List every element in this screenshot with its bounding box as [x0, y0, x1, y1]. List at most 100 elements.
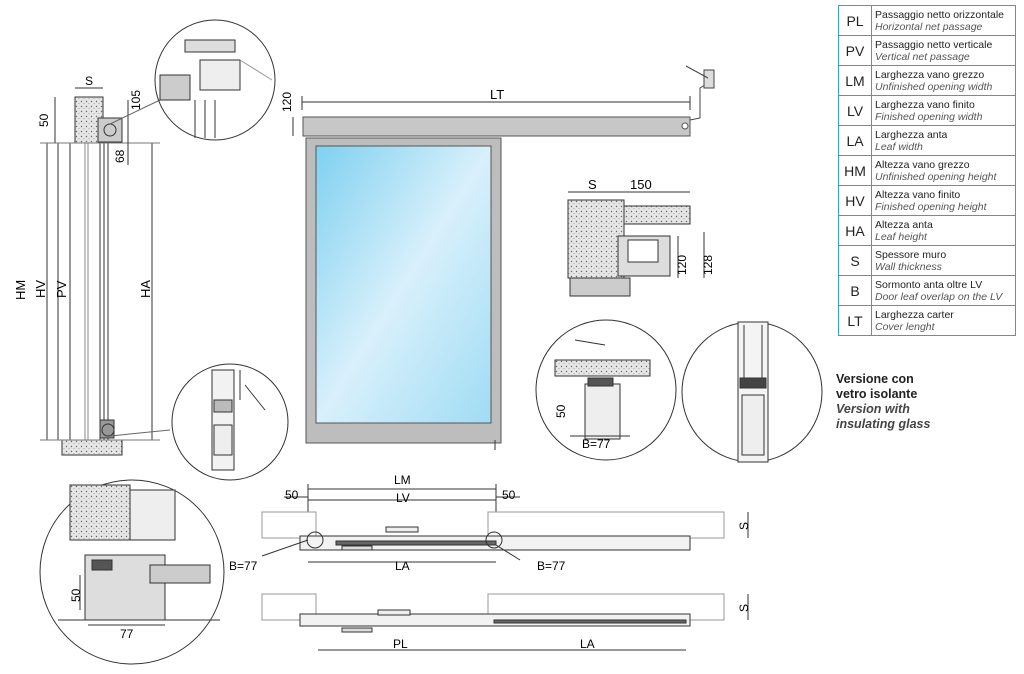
- dim-label-lm: LM: [394, 473, 411, 487]
- legend-it: Altezza anta: [875, 218, 933, 231]
- legend-it: Sormonto anta oltre LV: [875, 278, 983, 291]
- legend-en: Unfinished opening width: [875, 80, 993, 93]
- header-section-detail: [567, 191, 705, 297]
- legend-code: LT: [838, 305, 872, 336]
- dim-label-b77-detail: B=77: [582, 437, 611, 451]
- dim-label-50-right: 50: [502, 488, 516, 502]
- dim-label-50-detail: 50: [554, 404, 568, 418]
- legend-en: Vertical net passage: [875, 50, 970, 63]
- dim-label-68: 68: [113, 149, 127, 163]
- legend-it: Altezza vano grezzo: [875, 158, 970, 171]
- dim-label-s-plan2: S: [737, 604, 751, 612]
- version-it-line1: Versione con: [836, 372, 914, 386]
- dim-label-pl: PL: [393, 637, 408, 651]
- version-en-line2: insulating glass: [836, 417, 931, 431]
- legend-it: Passaggio netto verticale: [875, 38, 993, 51]
- legend-code: HA: [838, 215, 872, 246]
- detail-circle-bottom-left: [171, 363, 289, 481]
- dim-label-hm: HM: [13, 280, 28, 300]
- dim-label-120-section: 120: [675, 255, 689, 275]
- legend-en: Cover lenght: [875, 320, 935, 333]
- dim-label-la-closed: LA: [395, 559, 410, 573]
- side-section-view: [40, 87, 171, 456]
- dim-label-b77-right: B=77: [537, 559, 566, 573]
- dim-label-s-plan1: S: [737, 522, 751, 530]
- dim-label-hv: HV: [33, 280, 48, 298]
- detail-circle-middle: [535, 319, 677, 461]
- legend-code: LV: [838, 95, 872, 126]
- legend-en: Horizontal net passage: [875, 20, 983, 33]
- legend-en: Unfinished opening height: [875, 170, 997, 183]
- dim-label-150: 150: [630, 177, 652, 192]
- dim-label-s-top: S: [588, 177, 597, 192]
- version-note: Versione con vetro isolante Version with…: [836, 372, 930, 432]
- legend-en: Wall thickness: [875, 260, 942, 273]
- plan-view-open: [261, 593, 749, 651]
- legend-it: Larghezza carter: [875, 308, 954, 321]
- legend-en: Door leaf overlap on the LV: [875, 290, 1003, 303]
- plan-view-closed: [261, 484, 749, 563]
- dim-label-la-open: LA: [580, 637, 595, 651]
- dim-label-b77-left: B=77: [229, 559, 258, 573]
- dim-label-lv: LV: [396, 491, 410, 505]
- dim-label-77: 77: [120, 627, 134, 641]
- dim-label-50-left: 50: [285, 488, 299, 502]
- legend-code: HV: [838, 185, 872, 216]
- legend-code: LM: [838, 65, 872, 96]
- detail-circle-bottom: [39, 479, 225, 665]
- legend-code: S: [838, 245, 872, 276]
- legend-en: Leaf width: [875, 140, 923, 153]
- dim-label-120-front: 120: [280, 92, 294, 112]
- legend-code: HM: [838, 155, 872, 186]
- legend-en: Finished opening width: [875, 110, 983, 123]
- dim-label-50-side: 50: [37, 113, 51, 127]
- detail-circle-insulating: [681, 321, 823, 463]
- legend-it: Larghezza vano finito: [875, 98, 975, 111]
- legend-it: Larghezza anta: [875, 128, 948, 141]
- dim-label-pv: PV: [54, 280, 69, 298]
- version-it-line2: vetro isolante: [836, 387, 918, 401]
- legend-code: B: [838, 275, 872, 306]
- dim-label-s-side: S: [85, 74, 93, 88]
- legend-it: Altezza vano finito: [875, 188, 961, 201]
- front-elevation: [292, 65, 715, 450]
- legend-code: PV: [838, 35, 872, 66]
- dim-label-lt: LT: [490, 87, 504, 102]
- dim-label-105: 105: [129, 90, 143, 110]
- legend-code: LA: [838, 125, 872, 156]
- legend-code: PL: [838, 5, 872, 36]
- legend-en: Leaf height: [875, 230, 927, 243]
- legend-it: Passaggio netto orizzontale: [875, 8, 1004, 21]
- detail-circle-top: [154, 19, 276, 141]
- dim-label-128: 128: [701, 255, 715, 275]
- dim-label-50-bottom: 50: [69, 588, 83, 602]
- legend-it: Spessore muro: [875, 248, 947, 261]
- dim-label-ha: HA: [138, 280, 153, 298]
- version-en-line1: Version with: [836, 402, 910, 416]
- legend-en: Finished opening height: [875, 200, 987, 213]
